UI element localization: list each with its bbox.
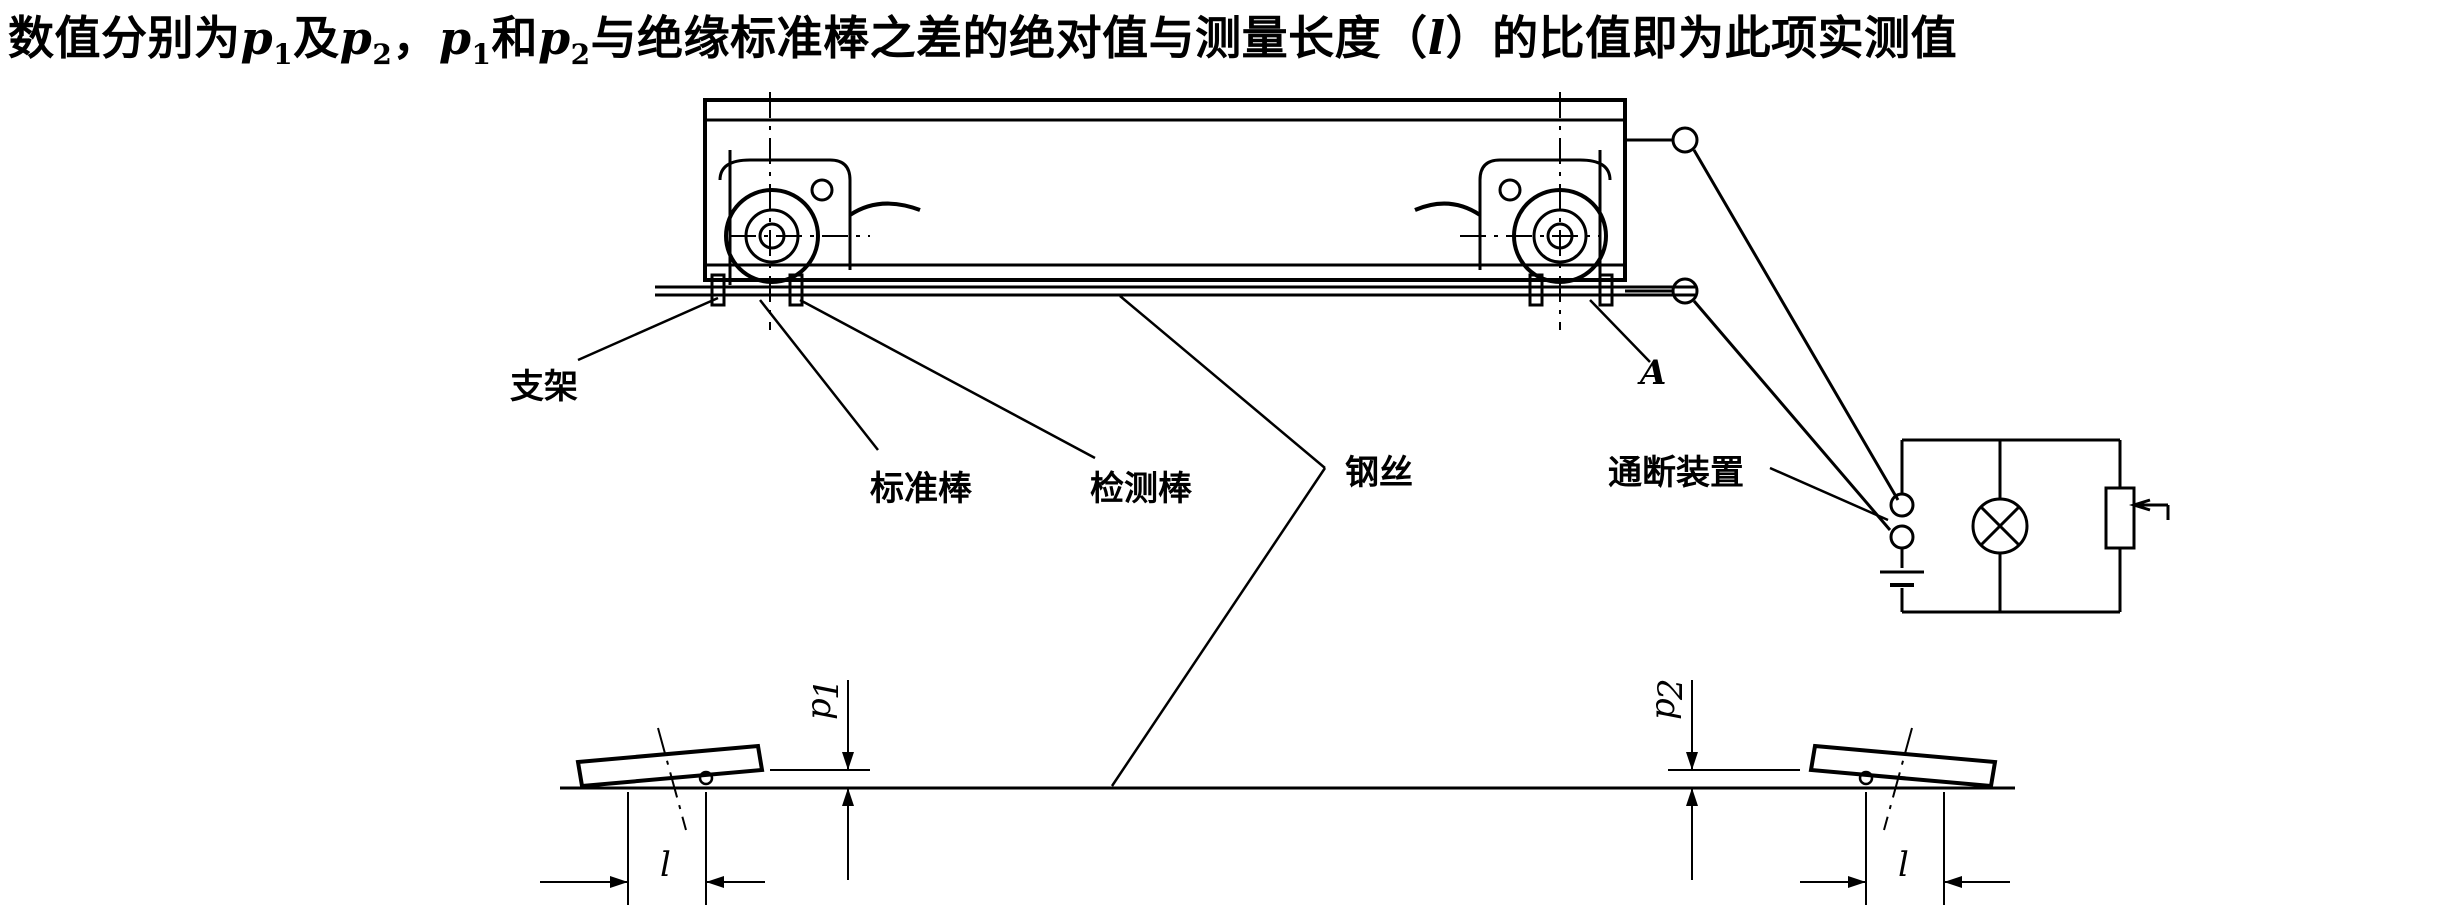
right-pulley xyxy=(1414,150,1612,285)
p1-dimension xyxy=(770,680,870,880)
lamp-icon xyxy=(1971,497,2029,555)
left-pulley xyxy=(718,150,921,285)
frame xyxy=(703,92,1627,330)
caption-text: 数值分别为p1及p2，p1和p2与绝缘标准棒之差的绝对值与测量长度（l）的比值即… xyxy=(8,11,1958,72)
svg-text:p: p xyxy=(799,698,839,720)
terminals xyxy=(1625,126,1900,531)
svg-text:p: p xyxy=(1643,698,1683,720)
label-p2: p 2 xyxy=(1643,678,1691,720)
label-standard-bar: 标准棒 xyxy=(870,469,973,509)
battery-icon xyxy=(1880,570,1924,587)
label-l-right: l xyxy=(1898,845,1909,885)
resistor-icon xyxy=(2104,486,2170,550)
circuit xyxy=(1880,438,2170,614)
label-test-bar: 检测棒 xyxy=(1090,469,1193,509)
leaders xyxy=(577,295,1889,787)
label-steel-wire: 钢丝 xyxy=(1345,453,1413,493)
label-switch-device: 通断装置 xyxy=(1608,453,1744,493)
left-plate xyxy=(540,727,765,905)
wire-bar xyxy=(655,273,1695,307)
right-plate xyxy=(1800,727,2010,905)
label-p1: p 1 xyxy=(799,678,847,720)
label-support: 支架 xyxy=(510,367,578,407)
label-point-a: A xyxy=(1637,353,1666,393)
p2-dimension xyxy=(1668,680,1800,880)
svg-text:2: 2 xyxy=(1651,678,1691,701)
svg-text:1: 1 xyxy=(807,678,847,700)
label-l-left: l xyxy=(660,845,671,885)
